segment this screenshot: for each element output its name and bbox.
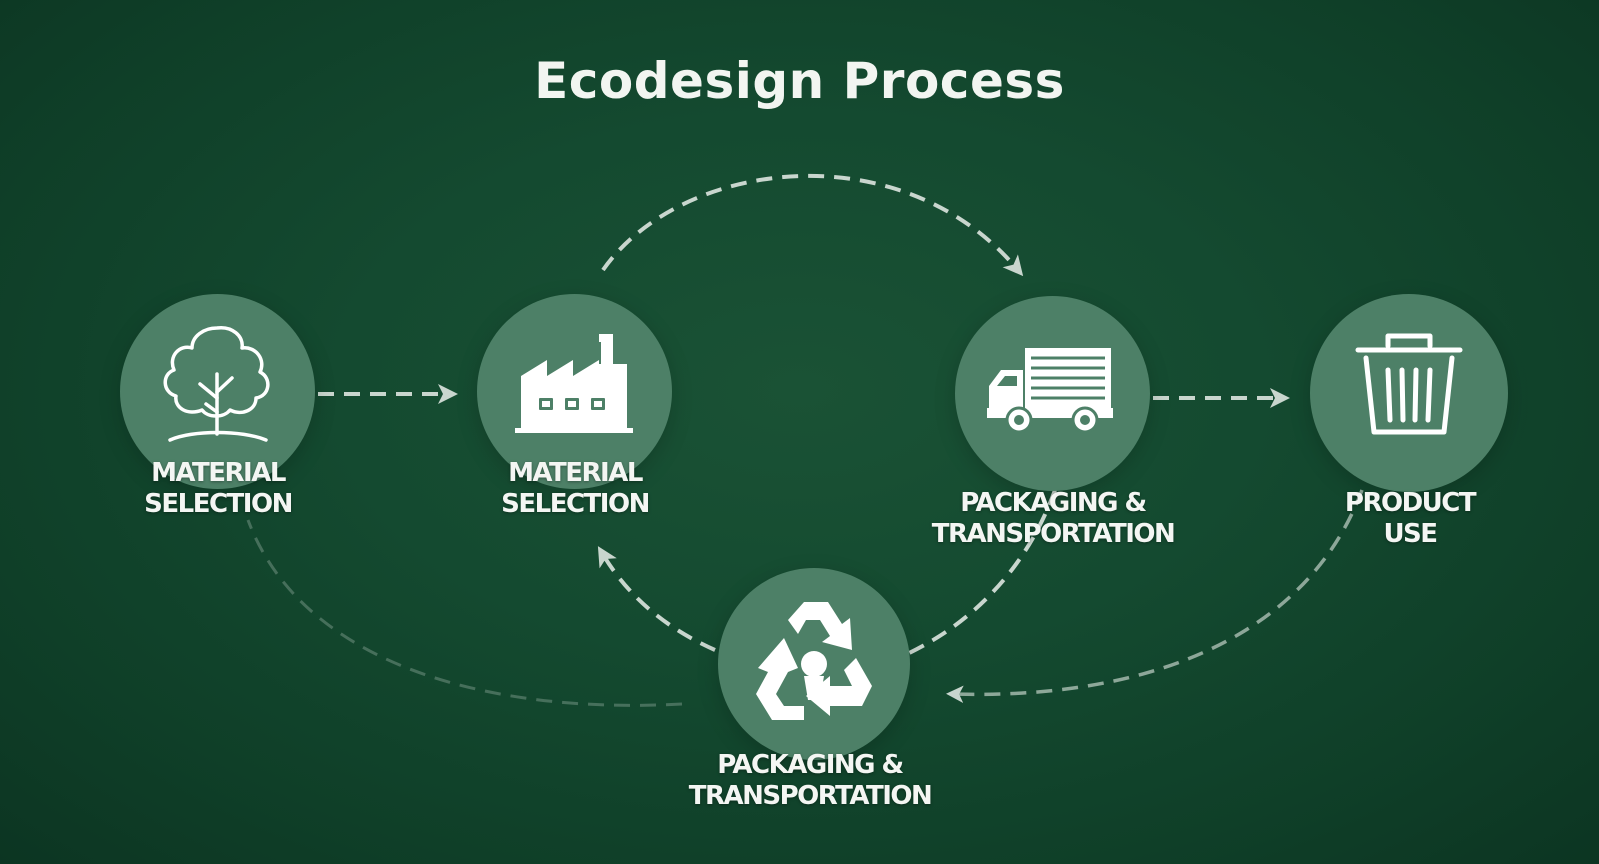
node-label-product-use: PRODUCT USE — [1344, 488, 1477, 549]
node-label-material-selection-1: MATERIAL SELECTION — [144, 458, 293, 519]
diagram-title: Ecodesign Process — [534, 52, 1065, 110]
node-label-packaging-transportation-1: PACKAGING & TRANSPORTATION — [931, 488, 1176, 549]
node-material-selection-factory — [477, 294, 672, 489]
trash-bin-icon — [1355, 333, 1463, 435]
connector-truck-to-recycle — [904, 489, 1057, 657]
factory-icon — [515, 334, 633, 433]
node-packaging-transportation-recycle — [718, 568, 910, 760]
connector-recycle-to-tree — [246, 519, 683, 707]
tree-icon — [163, 326, 270, 442]
connector-recycle-to-factory — [597, 546, 716, 652]
recycle-icon — [756, 602, 872, 720]
node-packaging-transportation-truck — [955, 296, 1150, 491]
node-label-packaging-transportation-2: PACKAGING & TRANSPORTATION — [688, 750, 933, 811]
node-label-material-selection-2: MATERIAL SELECTION — [501, 458, 650, 519]
connector-factory-to-truck — [601, 173, 1024, 277]
delivery-truck-icon — [987, 348, 1113, 434]
node-material-selection-tree — [120, 294, 315, 489]
connector-bin-to-recycle — [946, 489, 1364, 704]
node-product-use-bin — [1310, 294, 1508, 492]
